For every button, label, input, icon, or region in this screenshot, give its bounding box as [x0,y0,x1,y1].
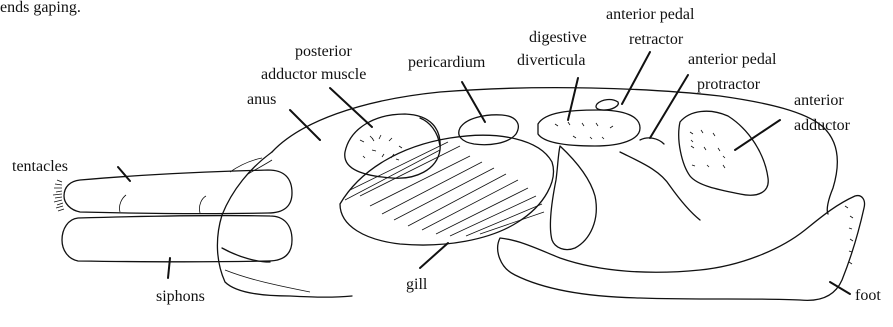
leader-siphons [168,258,170,278]
label-pedal-retractor-line2: retractor [629,31,684,48]
posterior-adductor-muscle [345,114,440,178]
leader-anterior-adductor [735,120,780,150]
label-anus: anus [247,91,276,108]
label-anterior-adductor-line2: adductor [794,117,851,134]
leader-anus [290,110,320,140]
tentacles [53,180,64,211]
label-digestive-line2: diverticula [517,52,585,69]
label-pericardium: pericardium [408,54,486,71]
leader-pericardium [462,82,485,122]
labels: tentacles siphons anus posterior adducto… [12,6,881,305]
shell-outline [217,88,837,298]
pericardium [459,115,519,145]
gill [340,135,553,245]
label-posterior-adductor-line1: posterior [295,43,353,60]
label-posterior-adductor-line2: adductor muscle [261,66,366,83]
label-foot: foot [855,287,881,304]
leader-gill [420,243,448,268]
anterior-adductor [679,111,768,195]
label-siphons: siphons [156,288,205,305]
leader-tentacles [118,167,130,181]
label-digestive-line1: digestive [529,29,587,46]
label-pedal-protractor-line1: anterior pedal [688,51,777,68]
leader-pedal-protractor [650,75,688,138]
label-tentacles: tentacles [12,158,68,175]
siphons [62,158,292,262]
label-pedal-retractor-line1: anterior pedal [606,6,695,23]
digestive-diverticula [538,100,640,146]
label-gill: gill [406,276,428,293]
label-anterior-adductor-line1: anterior [794,92,844,109]
leader-digestive [568,78,578,120]
label-pedal-protractor-line2: protractor [697,76,761,93]
leader-pedal-retractor [622,52,650,104]
leader-posterior-adductor [330,88,372,127]
caption-fragment: ends gaping. [0,0,81,16]
